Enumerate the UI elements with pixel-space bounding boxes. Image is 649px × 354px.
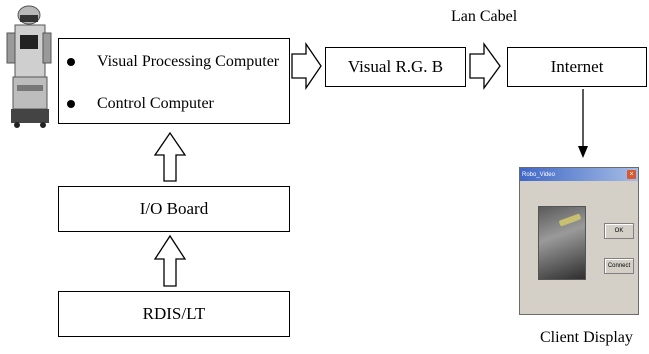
lan-cable-label: Lan Cabel [451,8,518,25]
computer-box: Visual Processing Computer Control Compu… [58,38,290,124]
ok-button[interactable]: OK [604,223,634,239]
window-title: Robo_Video [522,171,555,178]
rdis-box: RDIS/LT [58,291,290,337]
hollow-arrow-up-1 [153,131,187,182]
control-computer-label: Control Computer [97,95,214,112]
client-video-window: Robo_Video × OK Connect [519,167,639,315]
video-frame [538,206,586,280]
bullet-control-computer: Control Computer [67,95,214,113]
window-titlebar: Robo_Video × [520,168,638,181]
hollow-arrow-up-2 [153,234,187,287]
hollow-arrow-right-1 [291,41,322,91]
visual-rgb-label: Visual R.G. B [347,57,444,76]
internet-label: Internet [550,57,604,76]
close-icon[interactable]: × [627,170,636,179]
video-highlight [558,213,582,227]
io-board-box: I/O Board [58,186,290,232]
internet-to-client-arrowhead [578,146,588,158]
client-display-caption: Client Display [540,329,633,346]
bullet-dot [67,100,75,108]
internet-box: Internet [507,47,647,87]
bullet-visual-processing: Visual Processing Computer [67,53,279,71]
connect-button[interactable]: Connect [604,258,634,274]
io-board-label: I/O Board [139,199,209,218]
visual-processing-label: Visual Processing Computer [97,53,280,70]
rdis-label: RDIS/LT [142,304,206,323]
hollow-arrow-right-2 [469,42,501,90]
bullet-dot [67,58,75,66]
robot-illustration [6,5,52,128]
visual-rgb-box: Visual R.G. B [325,47,466,87]
